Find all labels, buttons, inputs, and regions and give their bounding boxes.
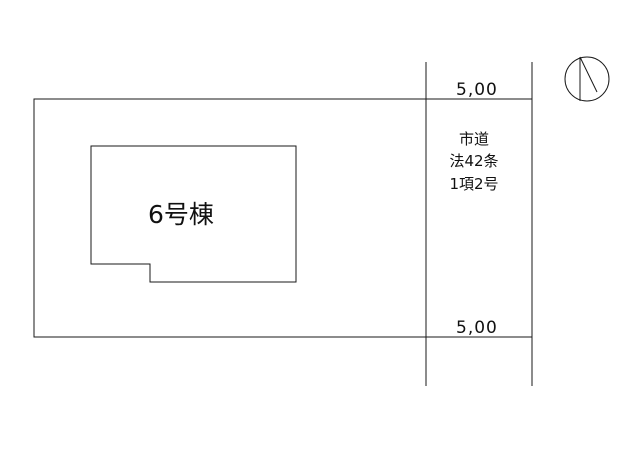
road-label-line-3: 1項2号 [449, 175, 498, 193]
road-width-top: 5,00 [456, 80, 498, 100]
north-arrow-icon [564, 56, 610, 102]
road-label-line-1: 市道 [459, 130, 489, 148]
road-label-line-2: 法42条 [449, 152, 498, 170]
lot-boundary [33, 98, 532, 338]
building-footprint [90, 145, 297, 283]
building-label: 6号棟 [148, 200, 214, 229]
road-width-bottom: 5,00 [456, 318, 498, 338]
